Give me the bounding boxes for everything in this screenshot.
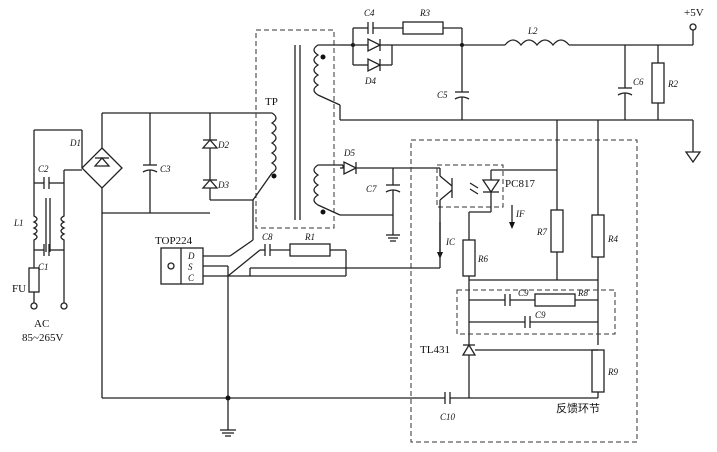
label-c4: C4 xyxy=(364,8,375,18)
label-c7: C7 xyxy=(366,184,377,194)
label-c6: C6 xyxy=(633,77,644,87)
label-l1: L1 xyxy=(13,218,24,228)
clamp-circuit xyxy=(201,113,253,201)
label-c5: C5 xyxy=(437,90,448,100)
choke-right-winding xyxy=(60,200,66,250)
label-tp: TP xyxy=(265,96,278,108)
label-ac: AC xyxy=(34,318,49,330)
label-c1: C1 xyxy=(38,262,49,272)
label-ac-range: 85~265V xyxy=(22,332,63,344)
label-r7: R7 xyxy=(536,227,547,237)
ac-input xyxy=(28,129,82,310)
label-r6: R6 xyxy=(477,254,488,264)
top224-chip xyxy=(160,247,204,285)
label-fuse: FU xyxy=(12,283,26,295)
bridge-rectifier xyxy=(81,112,253,214)
feedback-section xyxy=(102,120,638,443)
label-c10-comp: C9 xyxy=(535,310,546,320)
label-r2: R2 xyxy=(667,79,678,89)
label-tl431: TL431 xyxy=(420,344,450,356)
label-d5: D5 xyxy=(343,148,355,158)
label-c9: C9 xyxy=(518,288,529,298)
label-r8: R8 xyxy=(577,288,588,298)
output-inductor xyxy=(504,39,570,47)
label-pc817: PC817 xyxy=(505,178,535,190)
label-d3: D3 xyxy=(217,180,229,190)
label-if: IF xyxy=(515,209,525,219)
labels: +5V AC 85~265V FU L1 C2 C1 D1 C3 D2 D3 T… xyxy=(12,7,704,422)
label-ic: IC xyxy=(445,237,456,247)
label-feedback: 反馈环节 xyxy=(556,402,600,415)
bulk-capacitor xyxy=(142,113,210,214)
output-section xyxy=(339,21,702,242)
controller-section xyxy=(101,200,441,437)
transformer xyxy=(252,29,341,229)
label-pin-s: S xyxy=(188,262,193,272)
label-c2: C2 xyxy=(38,164,49,174)
label-r4: R4 xyxy=(607,234,618,244)
label-pin-c: C xyxy=(188,273,195,283)
label-top224: TOP224 xyxy=(155,235,193,247)
label-c8: C8 xyxy=(262,232,273,242)
label-r9: R9 xyxy=(607,367,618,377)
label-r3: R3 xyxy=(419,8,430,18)
label-pin-d: D xyxy=(187,251,195,261)
label-c3: C3 xyxy=(160,164,171,174)
choke-left-winding xyxy=(32,200,38,250)
label-d4: D4 xyxy=(364,76,376,86)
label-r1: R1 xyxy=(304,232,315,242)
label-l2: L2 xyxy=(527,26,538,36)
label-c10: C10 xyxy=(440,412,456,422)
label-d1: D1 xyxy=(69,138,81,148)
label-vout: +5V xyxy=(684,7,704,19)
label-d2: D2 xyxy=(217,140,229,150)
